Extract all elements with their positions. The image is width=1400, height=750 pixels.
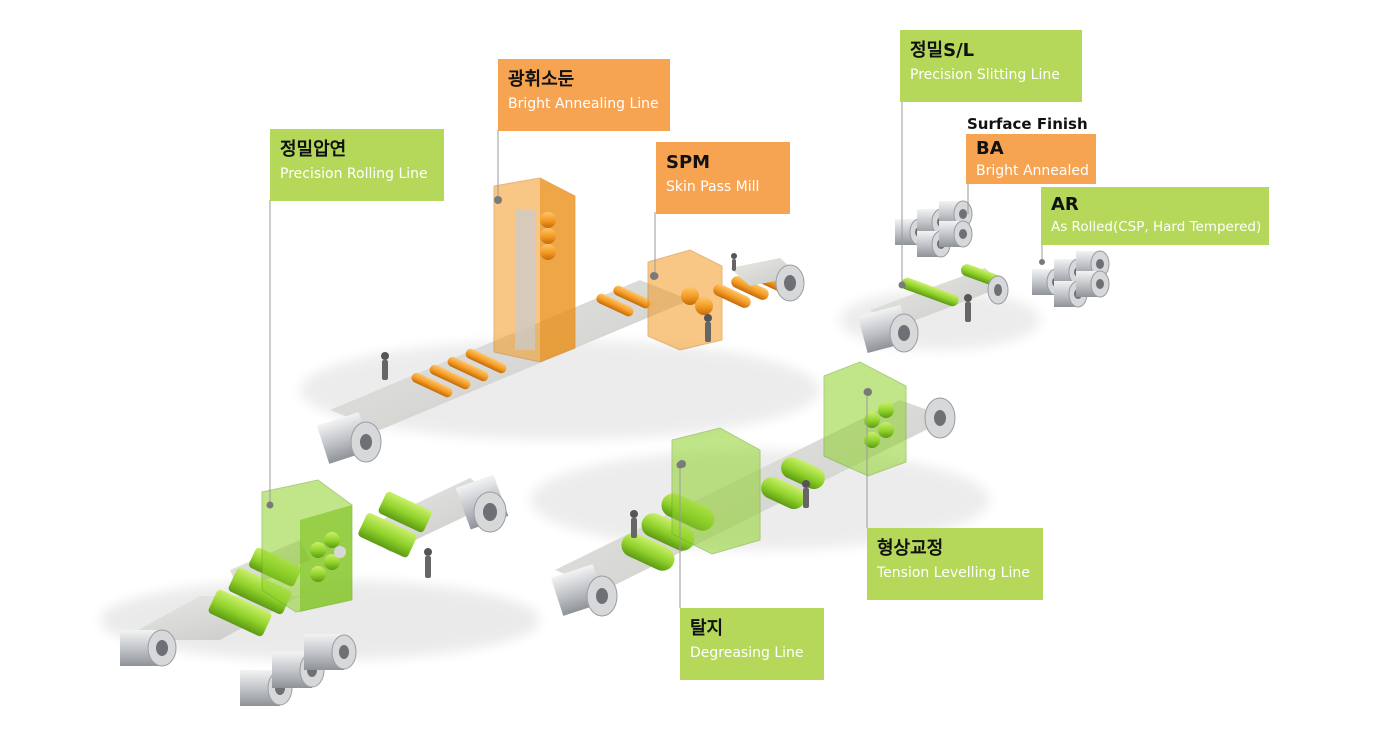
annealing-furnace — [493, 177, 576, 363]
tension-levelling-subtitle: Tension Levelling Line — [877, 565, 1030, 581]
degreasing-title: 탈지 — [690, 618, 724, 639]
ar-subtitle: As Rolled(CSP, Hard Tempered) — [1051, 219, 1262, 235]
worker-figure — [381, 253, 737, 380]
precision-slitting-line-machine — [840, 264, 1040, 354]
spm-title: SPM — [666, 152, 711, 173]
steel-coil-exit — [455, 474, 509, 533]
ba-subtitle: Bright Annealed — [976, 163, 1089, 179]
tension-leveller — [823, 361, 907, 477]
degreasing-tank — [671, 427, 761, 555]
steel-coil-entry — [120, 629, 177, 667]
worker-figure — [964, 294, 972, 322]
worker-figure — [424, 548, 432, 578]
steel-coils-stack — [240, 634, 357, 706]
bright-annealing-line-machine — [300, 177, 820, 464]
green-mill-stand — [261, 479, 353, 613]
worker-figure — [630, 480, 810, 538]
steel-coil-exit — [924, 397, 956, 439]
precision-rolling-line-machine — [100, 474, 540, 706]
spm-subtitle: Skin Pass Mill — [666, 179, 760, 195]
precision-rolling-subtitle: Precision Rolling Line — [280, 166, 428, 182]
surface-finish-heading: Surface Finish — [967, 115, 1088, 133]
ba-title: BA — [976, 138, 1004, 159]
orange-roll — [411, 285, 651, 398]
spm-label: SPM Skin Pass Mill — [656, 142, 790, 214]
ba-coils — [895, 200, 973, 258]
tension-levelling-title: 형상교정 — [877, 538, 944, 559]
leader-lines — [266, 102, 1045, 608]
degreasing-tension-levelling-machine — [530, 361, 990, 617]
steel-coil-exit — [730, 258, 805, 302]
degreasing-label: 탈지 Degreasing Line — [680, 608, 824, 680]
precision-slitting-title: 정밀S/L — [910, 40, 975, 61]
bright-annealing-label: 광휘소둔 Bright Annealing Line — [498, 59, 670, 131]
tension-levelling-label: 형상교정 Tension Levelling Line — [867, 528, 1043, 600]
ar-title: AR — [1051, 194, 1079, 215]
precision-slitting-label: 정밀S/L Precision Slitting Line — [900, 30, 1082, 102]
degreasing-subtitle: Degreasing Line — [690, 645, 804, 661]
precision-rolling-label: 정밀압연 Precision Rolling Line — [270, 129, 444, 201]
slit-coils — [987, 275, 1009, 305]
steel-coil-entry — [316, 412, 382, 464]
ar-label: AR As Rolled(CSP, Hard Tempered) — [1041, 187, 1269, 245]
bright-annealing-subtitle: Bright Annealing Line — [508, 96, 659, 112]
skin-pass-mill-housing — [647, 249, 723, 351]
ba-label: BA Bright Annealed — [966, 134, 1096, 184]
precision-rolling-title: 정밀압연 — [280, 139, 347, 160]
bright-annealing-title: 광휘소둔 — [508, 69, 575, 90]
steel-coil-entry — [857, 304, 919, 354]
steel-coil-entry — [550, 564, 618, 617]
ar-coils — [1032, 250, 1110, 308]
precision-slitting-subtitle: Precision Slitting Line — [910, 67, 1060, 83]
